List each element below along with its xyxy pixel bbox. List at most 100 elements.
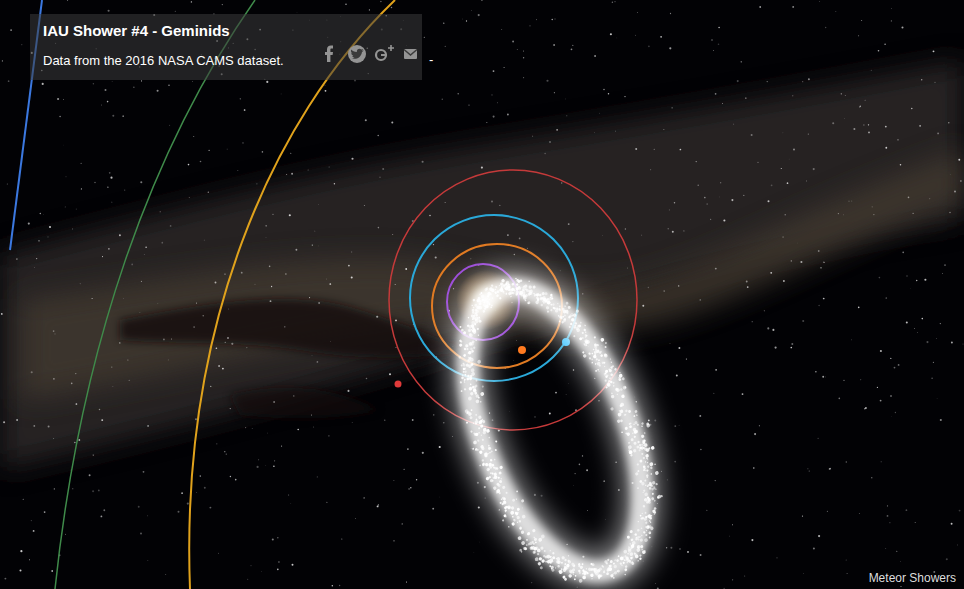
meteoroid (646, 515, 648, 517)
meteoroid (585, 336, 587, 338)
meteoroid (518, 520, 521, 523)
meteoroid (582, 569, 585, 572)
meteoroid (510, 295, 512, 297)
meteoroid (637, 470, 640, 473)
meteoroid (458, 355, 462, 359)
star (887, 505, 888, 506)
meteoroid (504, 509, 507, 512)
meteoroid (555, 560, 559, 564)
meteoroid (494, 289, 496, 291)
star (100, 104, 102, 106)
meteoroid (562, 568, 567, 573)
meteoroid (609, 560, 613, 564)
star (21, 44, 23, 46)
meteoroid (601, 565, 603, 567)
star (478, 14, 480, 16)
star (393, 540, 394, 541)
meteoroid (493, 472, 497, 476)
star (466, 20, 467, 21)
star (251, 428, 253, 430)
star (754, 433, 756, 435)
star (594, 132, 596, 134)
star (815, 371, 816, 372)
meteoroid (610, 361, 612, 363)
star (228, 308, 230, 310)
star (119, 234, 121, 236)
star (610, 33, 612, 35)
meteoroid (593, 350, 597, 354)
star (624, 96, 625, 97)
star (181, 492, 183, 494)
star (808, 78, 810, 80)
meteoroid (550, 309, 553, 312)
meteoroid (562, 318, 566, 322)
meteoroid (631, 562, 635, 566)
star (818, 305, 819, 306)
star (19, 569, 21, 571)
star (832, 122, 834, 124)
meteoroid (493, 486, 497, 490)
star (169, 124, 171, 126)
star (718, 44, 720, 46)
meteoroid (535, 541, 537, 543)
star (669, 343, 671, 345)
meteoroid (557, 565, 560, 568)
star (847, 573, 848, 574)
star (565, 98, 567, 100)
meteoroid (544, 292, 548, 296)
meteoroid (639, 446, 642, 449)
meteoroid (641, 425, 643, 427)
star (93, 83, 94, 84)
meteoroid (617, 569, 621, 573)
meteoroid (508, 526, 510, 528)
meteoroid (506, 282, 508, 284)
star (962, 343, 963, 344)
meteoroid (622, 561, 625, 564)
meteoroid (463, 347, 466, 350)
meteoroid (467, 374, 470, 377)
star (257, 466, 259, 468)
meteoroid (628, 442, 630, 444)
meteoroid (460, 390, 462, 392)
meteoroid (654, 471, 659, 476)
meteoroid (565, 309, 570, 314)
meteoroid (641, 439, 645, 443)
meteoroid (647, 462, 649, 464)
meteoroid (499, 297, 502, 300)
star (345, 3, 347, 5)
star (809, 470, 810, 471)
meteoroid (475, 422, 478, 425)
meteoroid (476, 328, 479, 331)
star (260, 571, 262, 573)
star (934, 81, 936, 83)
meteoroid (633, 430, 637, 434)
meteoroid (612, 365, 614, 367)
meteoroid (517, 508, 520, 511)
meteoroid (479, 450, 483, 454)
star (309, 297, 310, 298)
star (674, 202, 675, 203)
meteoroid (472, 298, 475, 301)
meteoroid (645, 484, 647, 486)
meteoroid (537, 299, 540, 302)
meteoroid (513, 519, 516, 522)
meteoroid (632, 544, 635, 547)
meteoroid (624, 568, 628, 572)
meteoroid (619, 556, 624, 561)
meteoroid (568, 326, 571, 329)
meteoroid (650, 521, 652, 523)
star (92, 298, 93, 299)
star (81, 188, 82, 189)
meteoroid (466, 421, 468, 423)
star (422, 452, 424, 454)
star (452, 436, 453, 437)
star (642, 305, 644, 307)
star (317, 361, 319, 363)
meteoroid (560, 568, 563, 571)
meteoroid (617, 419, 621, 423)
meteoroid (485, 304, 490, 309)
star (265, 465, 267, 467)
meteoroid (499, 465, 503, 469)
meteoroid (480, 434, 482, 436)
star (20, 550, 22, 552)
